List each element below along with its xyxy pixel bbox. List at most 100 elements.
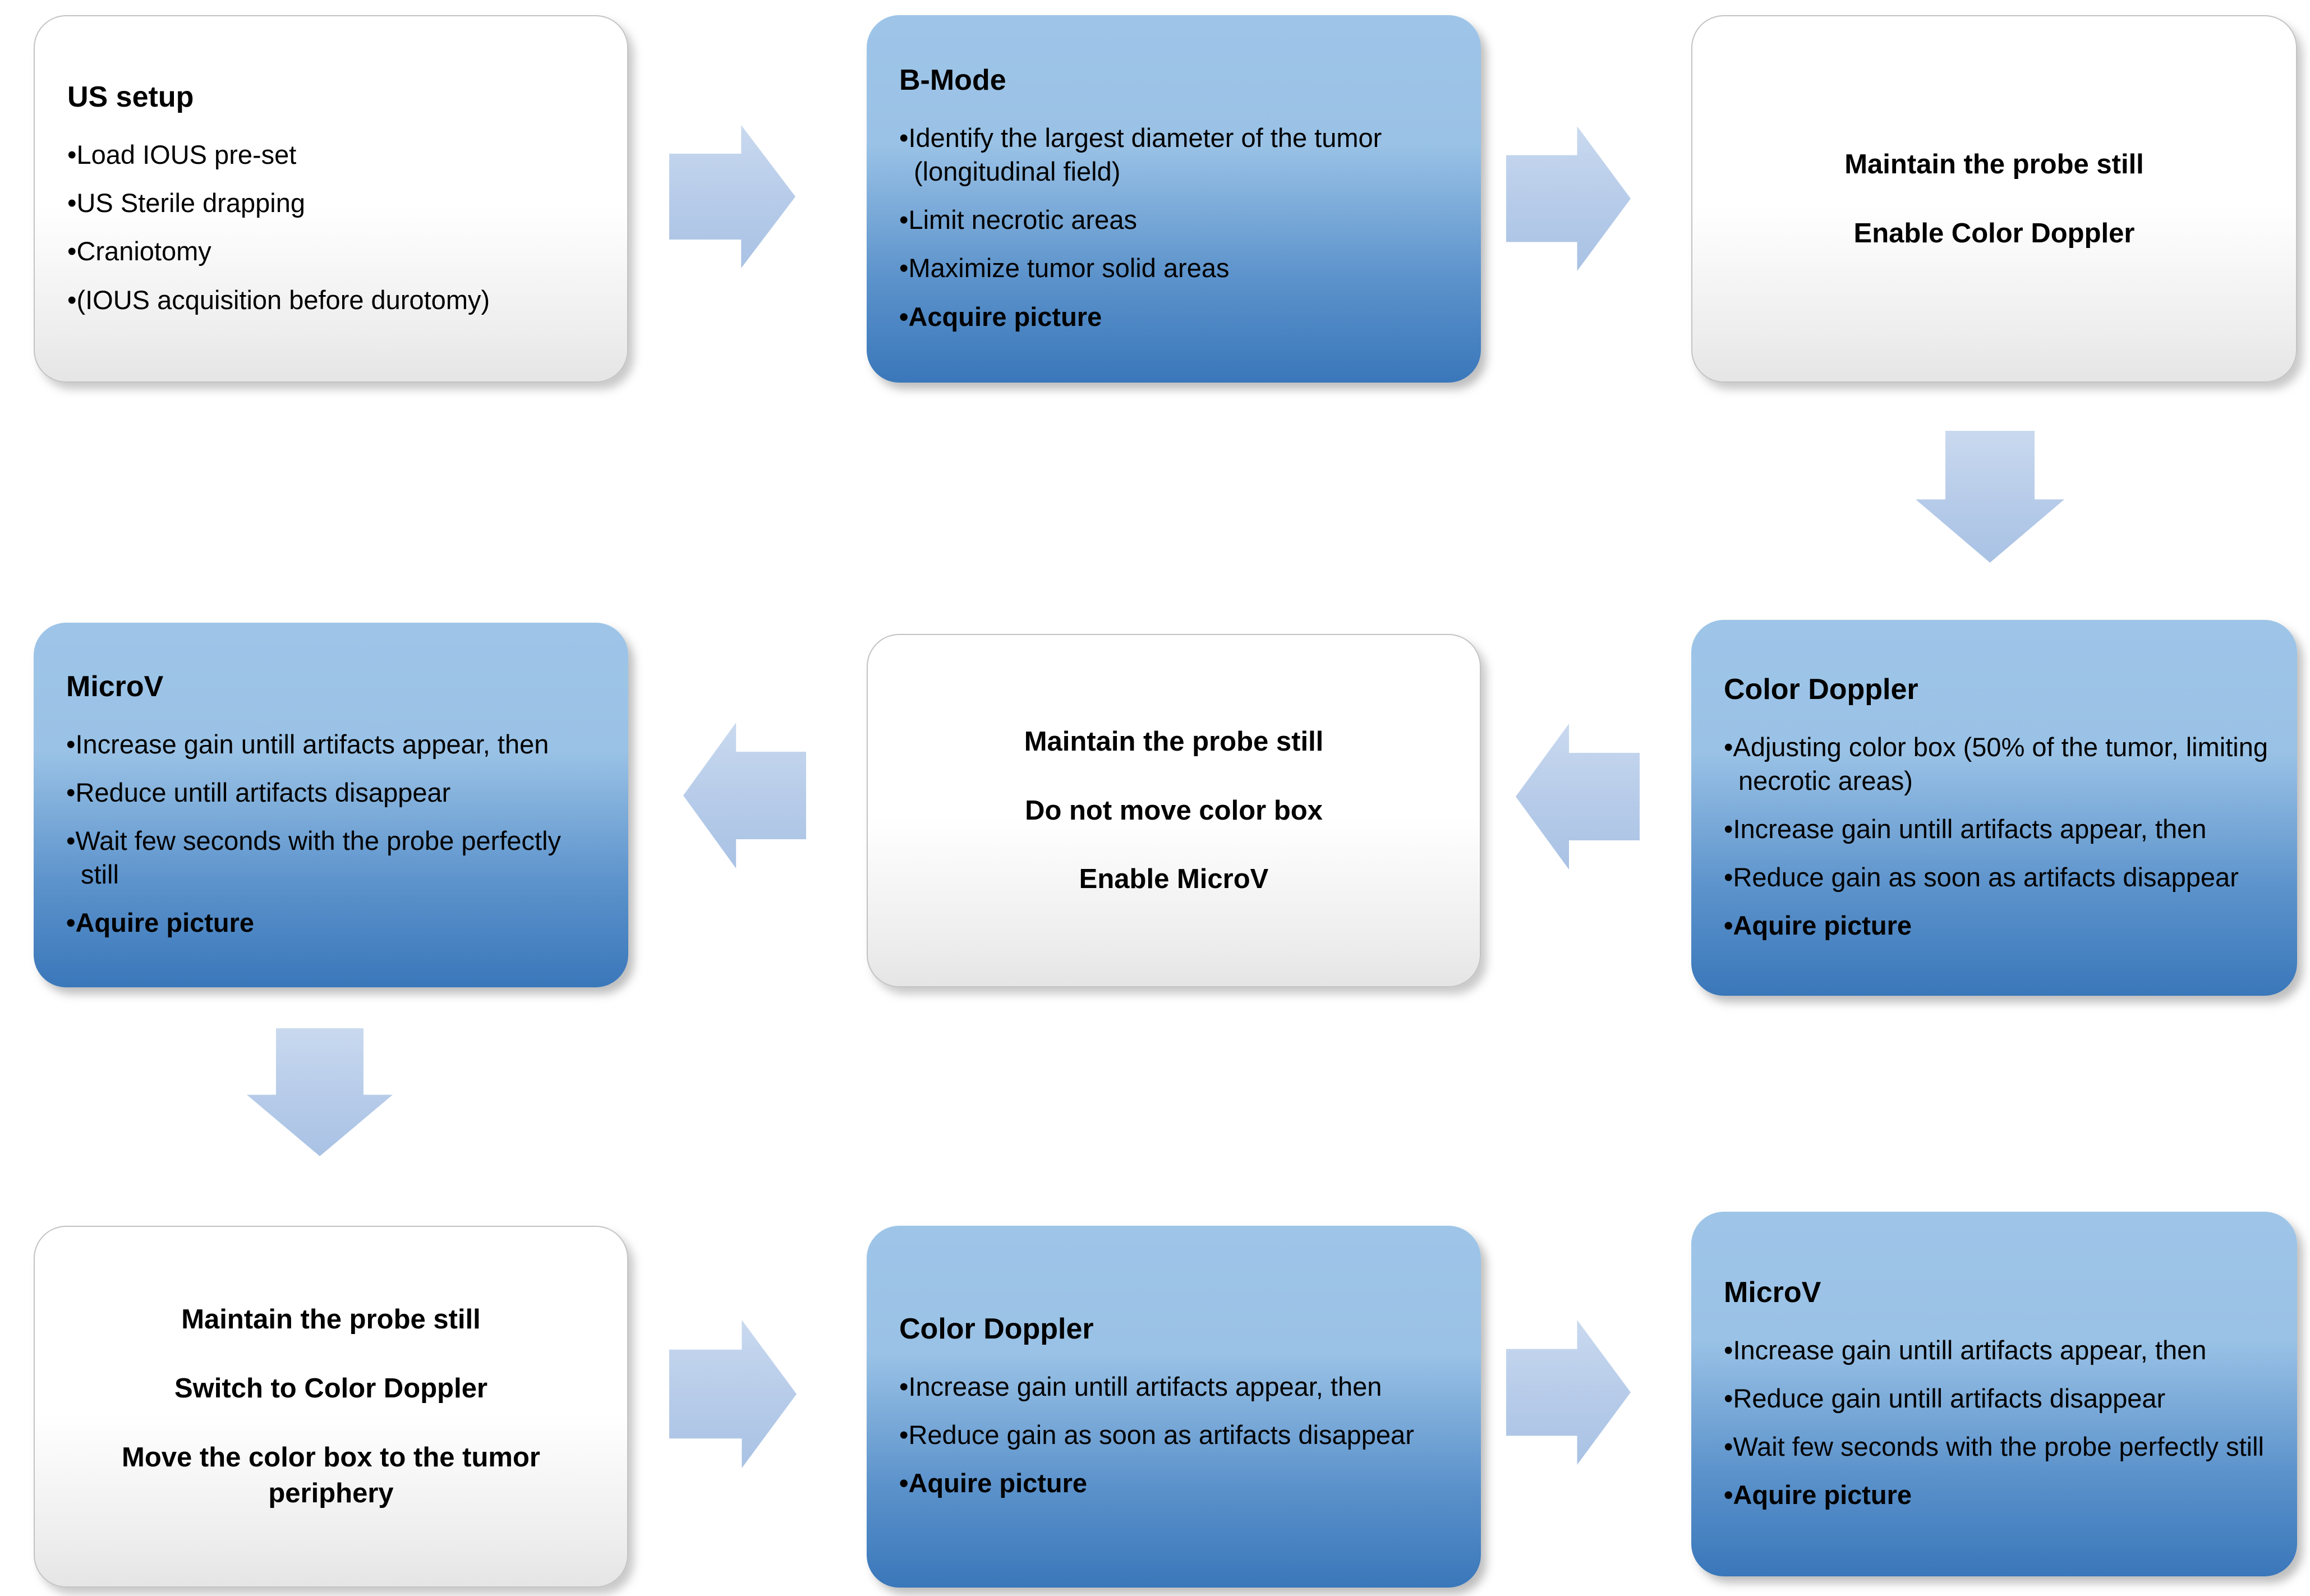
bullet-icon: • [899, 253, 909, 283]
bullet-icon: • [899, 123, 909, 153]
list-item: •Increase gain untill artifacts appear, … [1724, 1333, 2270, 1367]
bullet-icon: • [1724, 1480, 1733, 1510]
bullet-icon: • [67, 236, 77, 266]
node-color-doppler-2: Color Doppler •Increase gain untill arti… [867, 1226, 1481, 1588]
list-item: •Increase gain untill artifacts appear, … [1724, 812, 2270, 846]
bullet-icon: • [1724, 1383, 1733, 1413]
bullet-icon: • [899, 1468, 909, 1498]
bullet-icon: • [66, 729, 76, 759]
list-item-text: Reduce gain untill artifacts disappear [1733, 1383, 2166, 1413]
instruction-line: Enable Color Doppler [1853, 218, 2135, 249]
node-b-mode: B-Mode •Identify the largest diameter of… [867, 15, 1481, 383]
node-title: Color Doppler [899, 1313, 1094, 1346]
list-item-text: Acquire picture [908, 301, 1102, 332]
list-item-text: Wait few seconds with the probe perfectl… [1733, 1431, 2264, 1461]
list-item: •Limit necrotic areas [899, 203, 1454, 237]
bullet-icon: • [1724, 910, 1733, 941]
bullet-icon: • [67, 284, 77, 315]
list-item-text: Aquire picture [1733, 1480, 1912, 1510]
list-item-text: Craniotomy [76, 236, 211, 266]
instruction-line: Maintain the probe still [181, 1304, 481, 1335]
bullet-icon: • [1724, 732, 1733, 762]
bullet-icon: • [899, 1372, 909, 1402]
list-item-text: US Sterile drapping [76, 188, 306, 218]
node-microv-2: MicroV •Increase gain untill artifacts a… [1691, 1212, 2297, 1576]
list-item-text: Increase gain untill artifacts appear, t… [908, 1372, 1382, 1402]
instruction-line: Switch to Color Doppler [174, 1373, 488, 1404]
node-microv-1: MicroV •Increase gain untill artifacts a… [34, 623, 628, 987]
node-enable-microv: Maintain the probe still Do not move col… [867, 634, 1481, 987]
list-item: •Increase gain untill artifacts appear, … [66, 728, 601, 761]
list-item: •Reduce untill artifacts disappear [66, 776, 601, 810]
node-title: Color Doppler [1724, 673, 1918, 706]
arrow-microv-to-switch-color-doppler-icon [247, 1028, 393, 1156]
instruction-line: Move the color box to the tumor peripher… [122, 1442, 540, 1509]
bullet-icon: • [899, 205, 909, 235]
node-title: US setup [67, 81, 194, 114]
list-item-text: Wait few seconds with the probe perfectl… [75, 825, 562, 889]
list-item-text: Identify the largest diameter of the tum… [908, 123, 1382, 187]
list-item: •Reduce gain as soon as artifacts disapp… [899, 1418, 1454, 1452]
list-item-text: Limit necrotic areas [908, 205, 1137, 235]
bullet-icon: • [899, 301, 909, 332]
list-item: •(IOUS acquisition before durotomy) [67, 283, 600, 317]
arrow-enable-microv-to-microv-icon [683, 723, 806, 868]
arrow-color-doppler-to-enable-microv-icon [1516, 724, 1640, 870]
list-item-text: (IOUS acquisition before durotomy) [76, 284, 490, 315]
node-title: MicroV [1724, 1276, 1821, 1309]
list-item-text: Aquire picture [908, 1468, 1088, 1498]
instruction-line: Maintain the probe still [1024, 726, 1324, 757]
arrow-switch-color-doppler-to-color-doppler-icon [669, 1320, 797, 1468]
bullet-icon: • [1724, 813, 1733, 844]
list-item: •Aquire picture [1724, 1478, 2270, 1512]
list-item: •Aquire picture [1724, 909, 2270, 942]
list-item-text: Increase gain untill artifacts appear, t… [1733, 813, 2207, 844]
bullet-icon: • [66, 908, 76, 938]
list-item-text: Maximize tumor solid areas [908, 253, 1230, 283]
list-item: •Adjusting color box (50% of the tumor, … [1724, 730, 2270, 798]
bullet-icon: • [1724, 1431, 1733, 1461]
arrow-color-doppler-to-microv-icon [1506, 1320, 1631, 1465]
list-item-text: Reduce gain as soon as artifacts disappe… [908, 1420, 1414, 1450]
bullet-icon: • [67, 140, 77, 170]
list-item: •Load IOUS pre-set [67, 138, 600, 172]
list-item: •Wait few seconds with the probe perfect… [66, 824, 601, 891]
list-item: •Increase gain untill artifacts appear, … [899, 1370, 1454, 1404]
list-item: •Aquire picture [66, 906, 601, 940]
list-item-text: Aquire picture [75, 908, 255, 938]
list-item-text: Load IOUS pre-set [76, 140, 297, 170]
instruction-line: Do not move color box [1025, 795, 1323, 826]
node-title: B-Mode [899, 64, 1006, 97]
list-item-text: Reduce untill artifacts disappear [75, 777, 451, 807]
arrow-us-setup-to-b-mode-icon [669, 125, 795, 268]
list-item: •Wait few seconds with the probe perfect… [1724, 1430, 2270, 1464]
node-switch-to-color-doppler: Maintain the probe still Switch to Color… [34, 1226, 628, 1588]
list-item-text: Aquire picture [1733, 910, 1912, 941]
list-item: •Acquire picture [899, 300, 1454, 334]
list-item-text: Adjusting color box (50% of the tumor, l… [1733, 732, 2268, 795]
list-item: •Maximize tumor solid areas [899, 251, 1454, 285]
list-item: •Reduce gain as soon as artifacts disapp… [1724, 861, 2270, 894]
node-color-doppler-1: Color Doppler •Adjusting color box (50% … [1691, 620, 2297, 996]
list-item: •Reduce gain untill artifacts disappear [1724, 1382, 2270, 1415]
instruction-line: Enable MicroV [1079, 864, 1269, 895]
bullet-icon: • [67, 188, 77, 218]
list-item-text: Reduce gain as soon as artifacts disappe… [1733, 862, 2239, 892]
node-title: MicroV [66, 670, 164, 703]
list-item: •Identify the largest diameter of the tu… [899, 121, 1454, 188]
instruction-line: Maintain the probe still [1844, 149, 2144, 180]
arrow-b-mode-to-enable-color-doppler-icon [1506, 126, 1631, 271]
arrow-enable-color-doppler-to-color-doppler-icon [1916, 431, 2064, 563]
bullet-icon: • [66, 777, 76, 807]
node-us-setup: US setup •Load IOUS pre-set •US Sterile … [34, 15, 628, 383]
bullet-icon: • [66, 825, 76, 856]
bullet-icon: • [1724, 1335, 1733, 1365]
bullet-icon: • [899, 1420, 909, 1450]
list-item: •US Sterile drapping [67, 186, 600, 220]
list-item: •Craniotomy [67, 234, 600, 268]
list-item-text: Increase gain untill artifacts appear, t… [1733, 1335, 2207, 1365]
node-enable-color-doppler: Maintain the probe still Enable Color Do… [1691, 15, 2297, 383]
list-item-text: Increase gain untill artifacts appear, t… [75, 729, 549, 759]
list-item: •Aquire picture [899, 1466, 1454, 1500]
